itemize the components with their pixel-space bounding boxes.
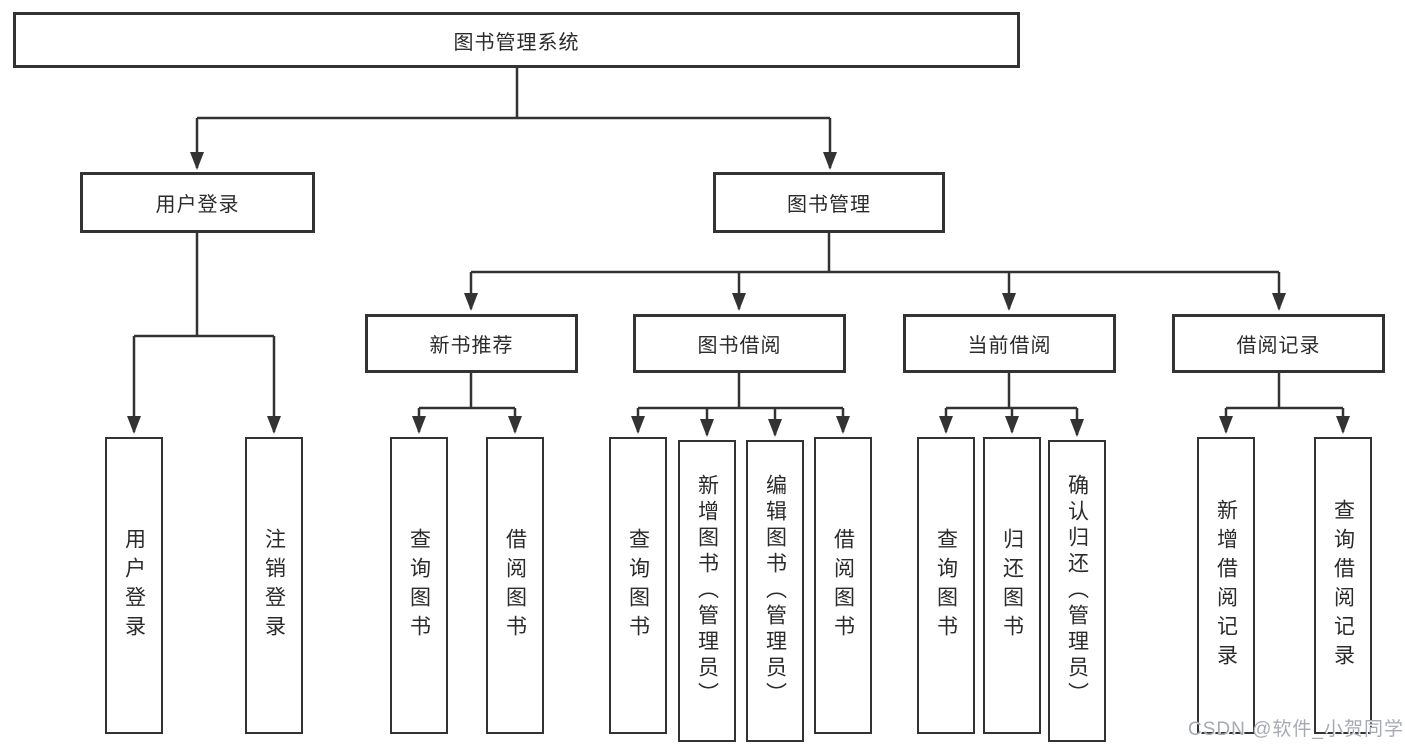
leaf-br-add-borrow-record: 新增借阅记录	[1197, 437, 1255, 734]
connector-root	[190, 68, 837, 170]
leaf-user-login: 用户登录	[105, 437, 163, 734]
node-new-book-recommend: 新书推荐	[365, 314, 578, 373]
connector-borrow-records	[1219, 373, 1350, 434]
leaf-cb-confirm-return-admin: 确认归还（管理员）	[1048, 440, 1106, 742]
connector-book-management	[464, 233, 1286, 311]
node-root: 图书管理系统	[13, 12, 1020, 68]
watermark: CSDN @软件_小贺同学	[1188, 719, 1404, 740]
leaf-bb-query-books: 查询图书	[609, 437, 667, 734]
node-user-login: 用户登录	[80, 172, 315, 233]
connector-book-borrow	[631, 373, 850, 437]
node-borrow-records: 借阅记录	[1172, 314, 1385, 373]
leaf-bb-borrow-books: 借阅图书	[814, 437, 872, 734]
leaf-br-query-borrow-record: 查询借阅记录	[1314, 437, 1372, 734]
leaf-nb-query-books: 查询图书	[390, 437, 448, 734]
node-book-borrow: 图书借阅	[633, 314, 846, 373]
leaf-cb-query-books: 查询图书	[917, 437, 975, 734]
leaf-bb-add-books-admin: 新增图书（管理员）	[678, 440, 736, 742]
node-book-management: 图书管理	[713, 172, 945, 233]
leaf-cb-return-books: 归还图书	[983, 437, 1041, 734]
leaf-logout-login: 注销登录	[245, 437, 303, 734]
connector-user-login	[127, 233, 281, 434]
connector-new-book-recommend	[412, 373, 522, 434]
node-current-borrow: 当前借阅	[903, 314, 1116, 373]
leaf-nb-borrow-books: 借阅图书	[486, 437, 544, 734]
connector-current-borrow	[939, 373, 1084, 437]
leaf-bb-edit-books-admin: 编辑图书（管理员）	[746, 440, 804, 742]
